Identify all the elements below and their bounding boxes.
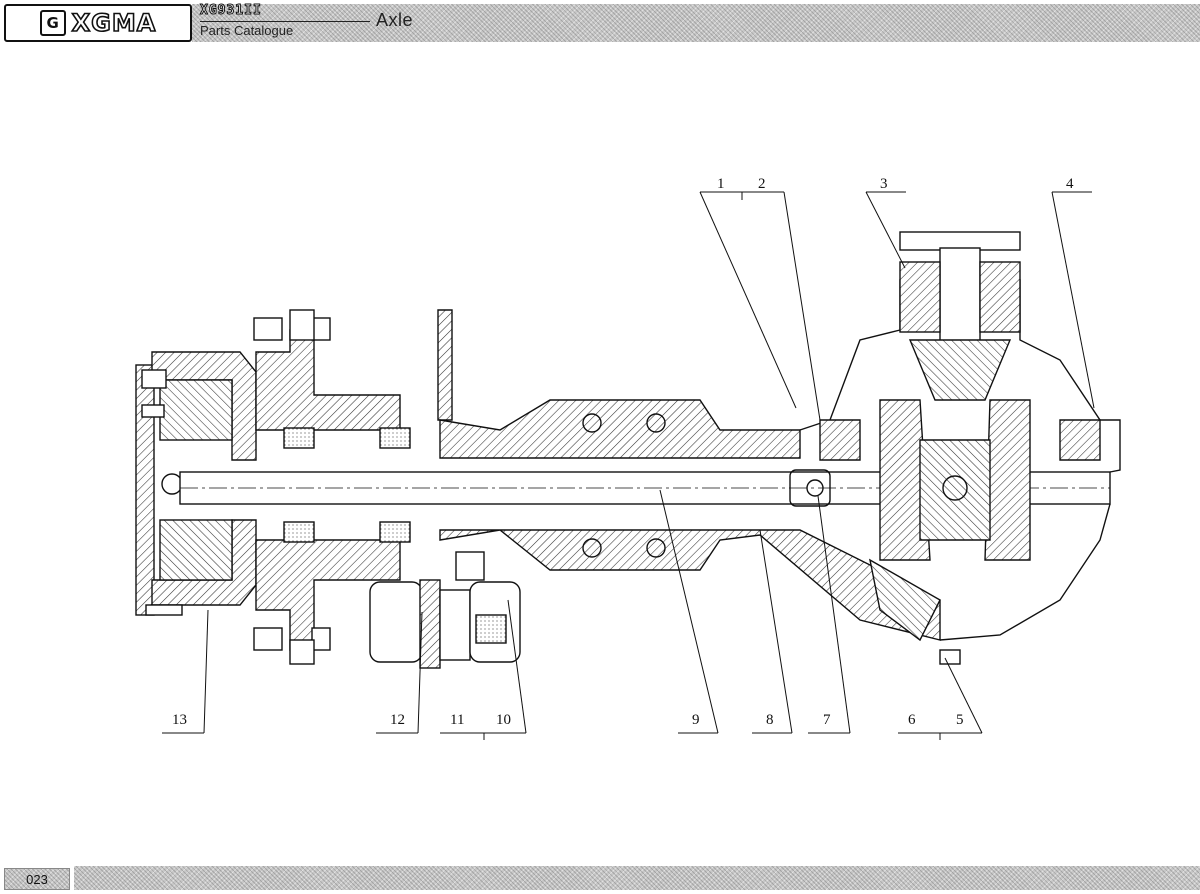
brake-assembly [369, 551, 521, 669]
footer-band [74, 866, 1200, 890]
callout-8-label: 8 [766, 712, 774, 728]
mounting-bracket [437, 309, 453, 421]
wheel-bearings [283, 427, 411, 543]
brand-name: XGMA [71, 8, 157, 38]
callout-11-label: 11 [450, 712, 464, 728]
xgma-logo-icon: G [39, 10, 66, 36]
model-number: XG931II [200, 3, 262, 19]
callout-10-label: 10 [496, 712, 511, 728]
section-title: Axle [376, 10, 414, 30]
callout-3-label: 3 [880, 176, 888, 192]
catalogue-label: Parts Catalogue [200, 23, 294, 38]
callout-9-label: 9 [692, 712, 700, 728]
callout-1-label: 1 [717, 176, 725, 192]
wheel-hub [135, 351, 257, 616]
callout-13-label: 13 [172, 712, 187, 728]
callout-5-label: 5 [956, 712, 964, 728]
callout-2-label: 2 [758, 176, 766, 192]
callout-4-label: 4 [1066, 176, 1074, 192]
callout-6-label: 6 [908, 712, 916, 728]
axle-cross-section-diagram: 1 2 3 4 6 5 7 8 9 11 10 12 [135, 176, 1121, 740]
brand-logo: G XGMA [4, 4, 192, 42]
callout-12-label: 12 [390, 712, 405, 728]
axle-drawing [135, 231, 1121, 669]
input-pinion-shaft [899, 231, 1021, 401]
axle-housing-flange [253, 309, 401, 665]
callout-7-label: 7 [823, 712, 831, 728]
header-band [192, 4, 1200, 42]
header-divider [200, 21, 370, 22]
header: G XGMA XG931II Parts Catalogue Axle [0, 0, 1200, 44]
axle-beam-tube [439, 399, 941, 641]
callouts: 1 2 3 4 6 5 7 8 9 11 10 12 [162, 176, 1095, 740]
differential-gears [869, 399, 1031, 665]
page-number: 023 [4, 868, 70, 890]
